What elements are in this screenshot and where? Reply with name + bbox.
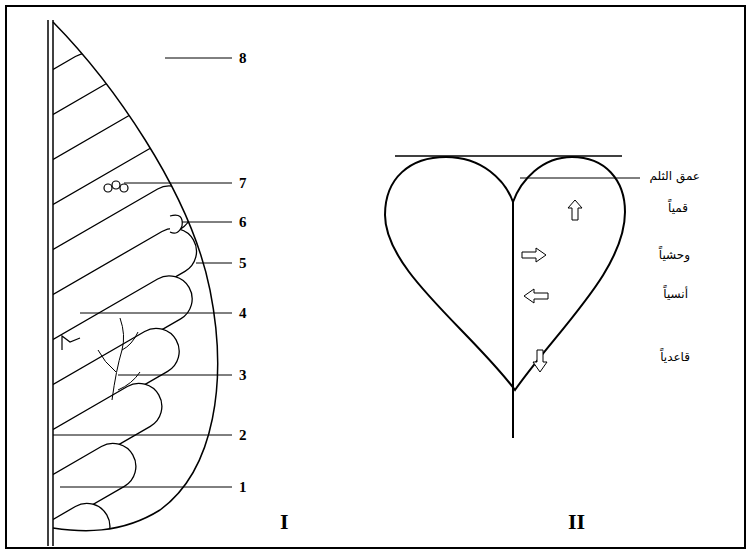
nodules bbox=[104, 181, 182, 233]
figure-number: II bbox=[568, 510, 585, 534]
leader-lines bbox=[53, 58, 232, 487]
vessels bbox=[98, 318, 140, 400]
direction-label: عمق الثلم bbox=[650, 170, 701, 183]
midline bbox=[512, 202, 514, 438]
figure-number: I bbox=[280, 510, 289, 534]
stacked-lobes bbox=[17, 45, 205, 554]
callout-number: 1 bbox=[239, 479, 247, 496]
direction-label: قاعدياً bbox=[660, 351, 690, 364]
direction-label: أنسياً bbox=[663, 288, 688, 301]
direction-label: قمياً bbox=[668, 202, 688, 215]
leader-line bbox=[520, 178, 640, 179]
axis-line bbox=[52, 20, 54, 546]
callout-number: 3 bbox=[239, 367, 247, 384]
outline bbox=[53, 22, 218, 531]
callout-number: 6 bbox=[239, 214, 247, 231]
small-structure bbox=[62, 336, 80, 350]
callout-number: 5 bbox=[239, 255, 247, 272]
direction-arrows bbox=[522, 200, 582, 372]
axis-line bbox=[47, 20, 49, 546]
heart-outline bbox=[385, 157, 625, 390]
callout-number: 2 bbox=[239, 427, 247, 444]
top-line bbox=[395, 155, 622, 156]
callout-number: 4 bbox=[239, 305, 247, 322]
callout-number: 8 bbox=[239, 50, 247, 67]
callout-number: 7 bbox=[239, 175, 247, 192]
frame bbox=[6, 6, 745, 548]
direction-label: وحشياً bbox=[659, 249, 690, 262]
